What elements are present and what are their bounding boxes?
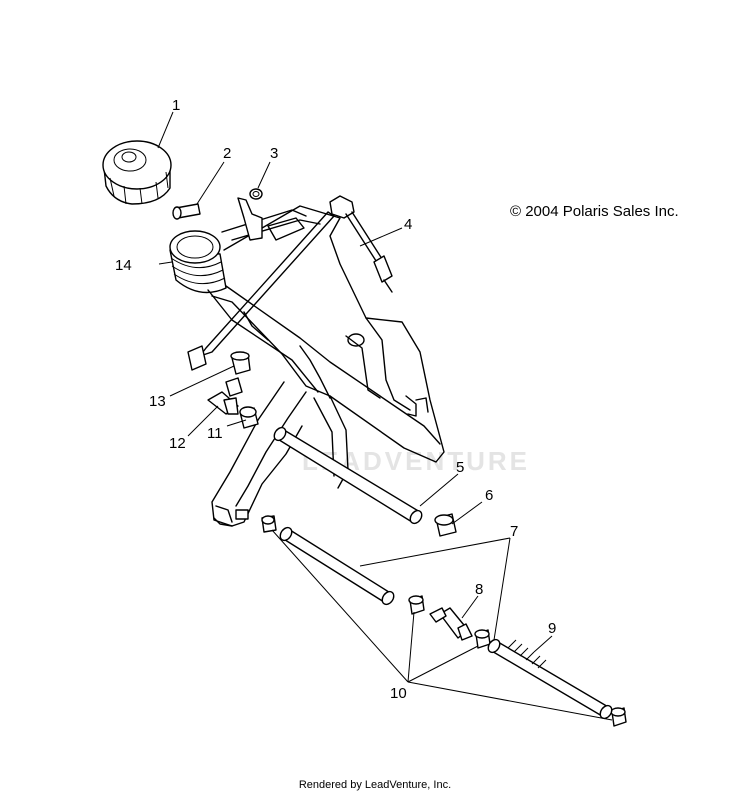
vent-tube bbox=[187, 195, 393, 371]
hose-clamp-upper bbox=[239, 406, 259, 429]
callout-10: 10 bbox=[390, 685, 407, 702]
callout-6: 6 bbox=[485, 487, 493, 504]
hose-with-spring bbox=[487, 638, 613, 720]
footer-credit: Rendered by LeadVenture, Inc. bbox=[298, 779, 452, 791]
hose-clamp-10a bbox=[408, 595, 425, 615]
hose-lower bbox=[279, 526, 395, 606]
hose-clamp-10c bbox=[610, 707, 627, 727]
fuel-cap bbox=[102, 140, 172, 205]
callout-7: 7 bbox=[510, 523, 518, 540]
copyright-notice: © 2004 Polaris Sales Inc. bbox=[510, 203, 679, 220]
bushing bbox=[230, 351, 251, 375]
callout-13: 13 bbox=[149, 393, 166, 410]
leader-lines bbox=[157, 111, 613, 721]
hose-clamp-6 bbox=[434, 513, 457, 537]
callout-8: 8 bbox=[475, 581, 483, 598]
callout-4: 4 bbox=[404, 216, 412, 233]
fuel-filter bbox=[429, 607, 473, 641]
callout-12: 12 bbox=[169, 435, 186, 452]
callout-5: 5 bbox=[456, 459, 464, 476]
callout-9: 9 bbox=[548, 620, 556, 637]
callout-1: 1 bbox=[172, 97, 180, 114]
hose-upper bbox=[273, 426, 423, 525]
filler-neck bbox=[169, 230, 227, 294]
pin bbox=[172, 203, 201, 220]
callout-numbers: 1 2 3 4 5 6 7 8 9 10 11 12 13 14 bbox=[115, 97, 556, 702]
hose-clamp-10b bbox=[474, 629, 491, 649]
callout-3: 3 bbox=[270, 145, 278, 162]
callout-2: 2 bbox=[223, 145, 231, 162]
washer-clip bbox=[237, 188, 263, 241]
callout-14: 14 bbox=[115, 257, 132, 274]
hose-clamp-outlet bbox=[261, 515, 277, 533]
callout-11: 11 bbox=[207, 425, 223, 442]
elbow-fitting bbox=[207, 377, 243, 415]
